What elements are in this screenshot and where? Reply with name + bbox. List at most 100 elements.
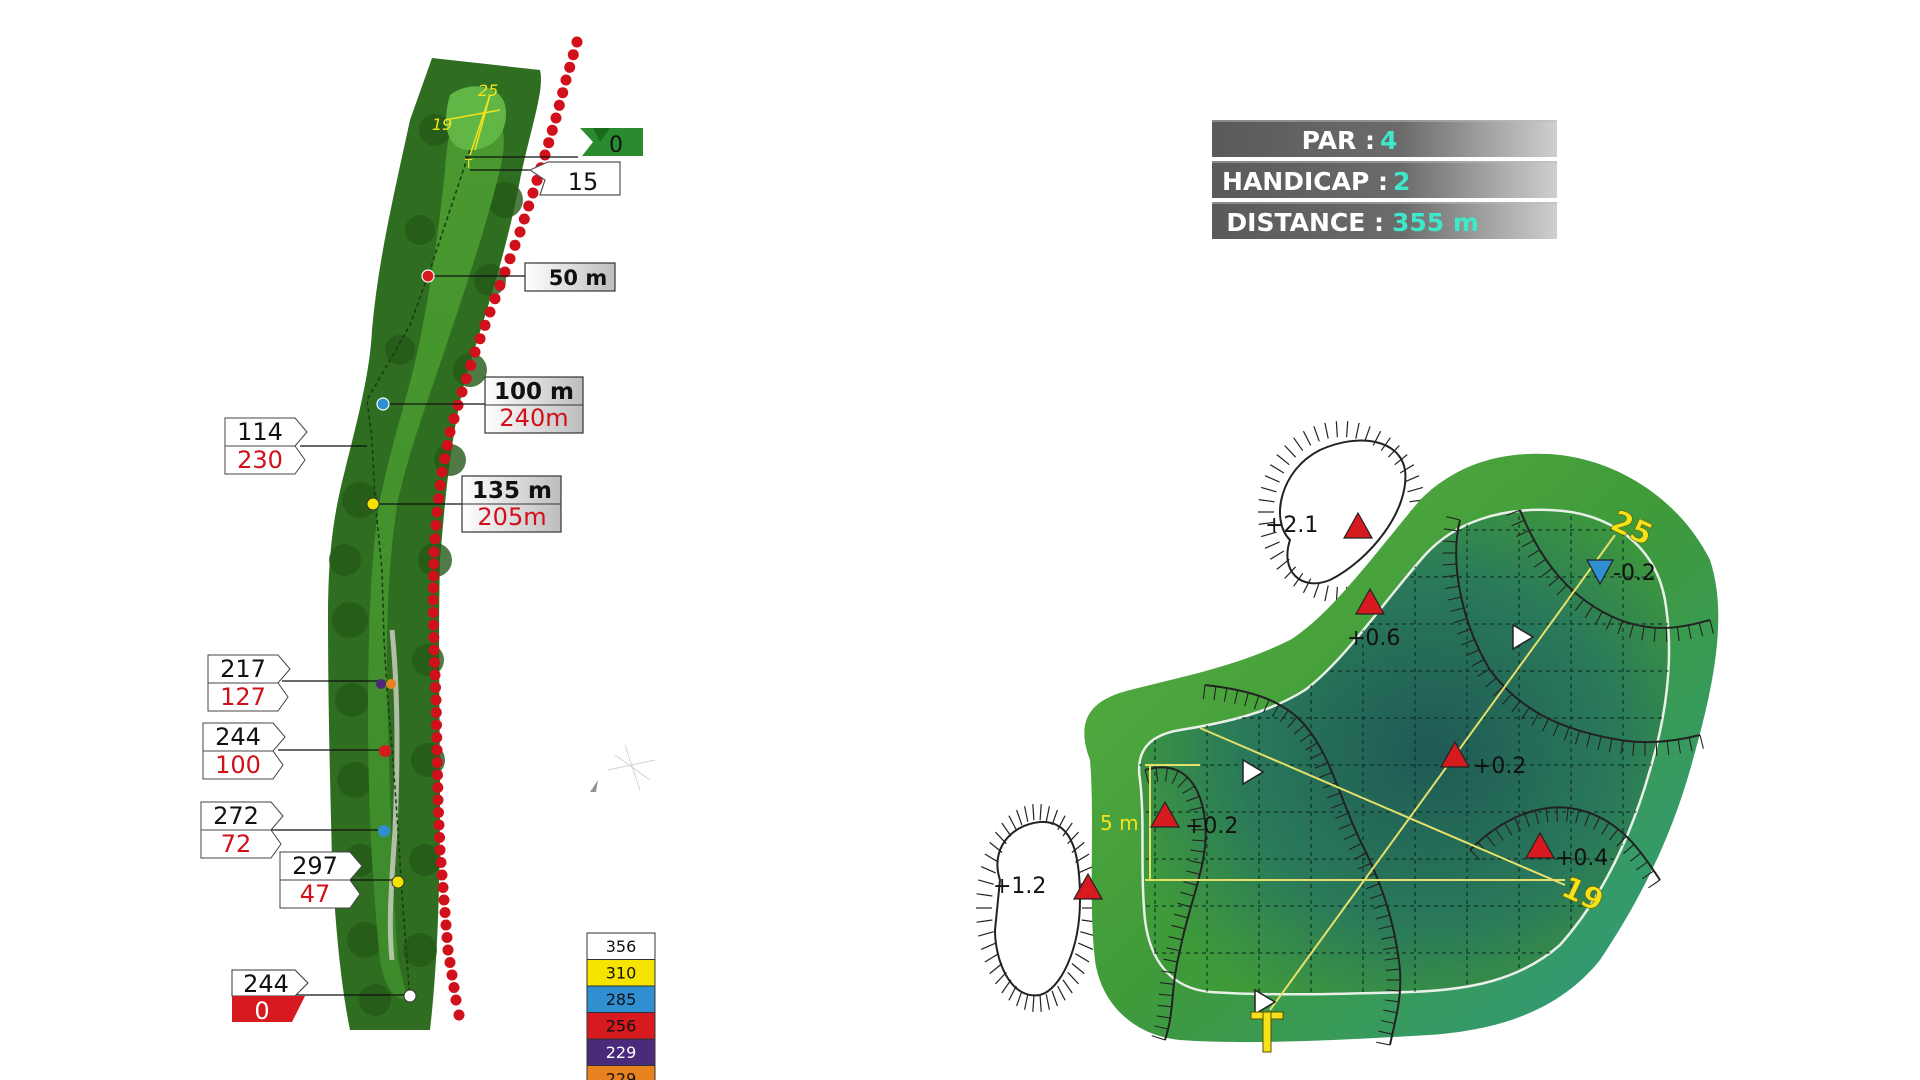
map-green-crosshair bbox=[444, 94, 501, 156]
marker-red-dot bbox=[379, 745, 391, 757]
ob-dot bbox=[452, 399, 464, 411]
ob-dot bbox=[557, 87, 569, 99]
ob-dot bbox=[439, 907, 451, 918]
ob-dot bbox=[433, 807, 444, 818]
ob-dot bbox=[427, 594, 439, 606]
distance-label: DISTANCE : bbox=[1226, 208, 1384, 237]
flag-distance-value: 0 bbox=[609, 133, 623, 158]
tee-distance-row: 310 bbox=[586, 959, 656, 987]
map-green-front-marker: 19 bbox=[432, 115, 452, 134]
ob-dot bbox=[509, 239, 521, 251]
ob-dot bbox=[446, 969, 458, 981]
centre-line bbox=[366, 149, 471, 1001]
ob-dot bbox=[450, 994, 462, 1006]
left-label-bottom: 127 bbox=[220, 683, 266, 711]
ob-dot bbox=[427, 607, 439, 618]
par-label: PAR : bbox=[1302, 126, 1375, 155]
slope-marker: +0.2 bbox=[1439, 740, 1526, 779]
distance-row: DISTANCE : 355 m bbox=[1212, 202, 1557, 239]
ob-dot bbox=[431, 744, 443, 756]
green-detail: 5 m 25 19 +2.1-0.2+0.6+0.2+0.2+0.4+1.2 bbox=[976, 421, 1719, 1053]
marker-135-top: 135 m bbox=[472, 478, 552, 504]
ob-dot bbox=[434, 844, 446, 856]
slope-marker: +0.2 bbox=[1149, 800, 1238, 839]
ob-dot bbox=[494, 279, 506, 291]
left-label-bottom: 230 bbox=[237, 446, 283, 474]
marker-50-box: 50 m bbox=[524, 262, 616, 292]
ob-dot bbox=[433, 819, 445, 831]
ob-dot bbox=[539, 149, 551, 161]
cart-path bbox=[387, 629, 400, 961]
tee-distance-row: 229 bbox=[586, 1038, 656, 1066]
slope-up-icon bbox=[1149, 800, 1181, 828]
handicap-row: HANDICAP : 2 bbox=[1212, 161, 1557, 198]
tee-label-bottom: 0 bbox=[254, 997, 269, 1025]
ob-dot bbox=[460, 373, 472, 385]
ob-dot bbox=[514, 226, 526, 238]
distance-value: 355 m bbox=[1392, 208, 1479, 237]
handicap-label: HANDICAP : bbox=[1222, 167, 1388, 196]
slope-label: +0.2 bbox=[1473, 754, 1526, 779]
ob-dot bbox=[431, 732, 443, 743]
leader-lines bbox=[270, 156, 578, 996]
slope-up-icon bbox=[1524, 831, 1556, 859]
marker-100-bottom: 240m bbox=[499, 404, 568, 432]
par-row: PAR : 4 bbox=[1212, 120, 1557, 157]
ob-dot bbox=[431, 719, 442, 731]
marker-135-dot bbox=[366, 497, 380, 511]
slope-label: -0.2 bbox=[1613, 561, 1656, 586]
ob-dot bbox=[434, 832, 445, 843]
left-label-top: 272 bbox=[213, 802, 259, 830]
slope-label: +0.4 bbox=[1555, 846, 1608, 871]
ob-dot bbox=[430, 682, 441, 693]
tee-distance-row: 285 bbox=[586, 985, 656, 1013]
ob-dot bbox=[441, 932, 453, 943]
ob-dot bbox=[428, 546, 440, 558]
ob-dot bbox=[428, 570, 439, 582]
ob-dot bbox=[518, 213, 530, 225]
slope-markers: +2.1-0.2+0.6+0.2+0.2+0.4+1.2 bbox=[993, 511, 1656, 900]
ob-dot bbox=[430, 707, 442, 718]
ob-dot bbox=[444, 957, 456, 968]
left-label-bottom: 72 bbox=[221, 830, 252, 858]
tee-distance-value: 229 bbox=[606, 1070, 637, 1080]
slope-down-icon bbox=[1585, 559, 1615, 586]
marker-135-bottom: 205m bbox=[477, 503, 546, 531]
ob-dot bbox=[437, 882, 449, 893]
ob-dot bbox=[439, 453, 451, 465]
marker-white-dot bbox=[403, 989, 417, 1003]
ob-dot bbox=[527, 187, 539, 199]
ob-dot bbox=[429, 669, 441, 681]
marker-100-dot bbox=[376, 397, 390, 411]
hole-info-panel: PAR : 4 HANDICAP : 2 DISTANCE : 355 m bbox=[1212, 120, 1557, 239]
ob-dot bbox=[489, 293, 501, 305]
handicap-value: 2 bbox=[1393, 167, 1410, 196]
slope-label: +0.6 bbox=[1347, 626, 1400, 651]
tee-distance-value: 285 bbox=[606, 990, 637, 1009]
slope-label: +0.2 bbox=[1185, 814, 1238, 839]
ob-dot bbox=[436, 869, 448, 881]
ob-dot bbox=[504, 253, 516, 265]
tee-distance-row: 229 bbox=[586, 1065, 656, 1080]
ob-dot bbox=[433, 493, 445, 505]
marker-100-top: 100 m bbox=[494, 379, 574, 405]
ob-dot bbox=[448, 982, 460, 993]
marker-100-box: 100 m 240m bbox=[484, 376, 584, 434]
ob-dot bbox=[550, 112, 562, 124]
ob-dot bbox=[432, 769, 443, 781]
ob-dot bbox=[429, 533, 441, 545]
ob-dot bbox=[434, 479, 446, 491]
ob-dot bbox=[440, 919, 452, 931]
ob-dot bbox=[428, 619, 439, 631]
ob-dot bbox=[429, 657, 440, 668]
grid-scale-label: 5 m bbox=[1100, 811, 1139, 835]
ob-dot bbox=[428, 644, 440, 656]
ob-dot bbox=[523, 200, 535, 212]
marker-purple-dot bbox=[376, 679, 386, 689]
ob-dot bbox=[428, 558, 440, 570]
